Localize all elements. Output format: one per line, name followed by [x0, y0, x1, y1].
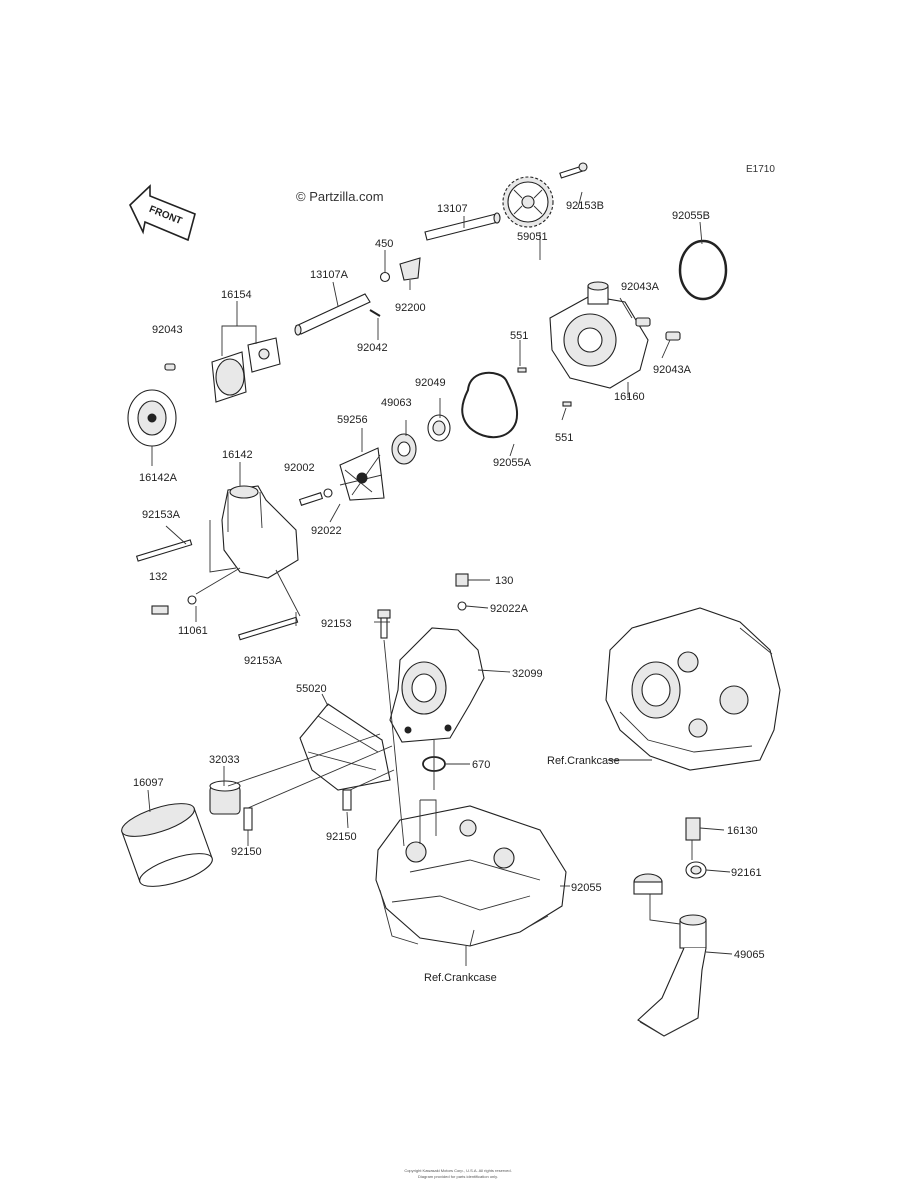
- label-49065: 49065: [734, 949, 765, 961]
- shaft-13107A[interactable]: [294, 293, 371, 336]
- bolt-92150-left[interactable]: [243, 807, 253, 831]
- shaft-13107[interactable]: [424, 212, 501, 241]
- label-92049: 92049: [415, 377, 446, 389]
- label-92150-left: 92150: [231, 846, 262, 858]
- label-16130: 16130: [727, 825, 758, 837]
- cap-92055[interactable]: [633, 873, 663, 895]
- label-13107: 13107: [437, 203, 468, 215]
- bolt-92153A-top[interactable]: [135, 539, 193, 562]
- label-92153: 92153: [321, 618, 352, 630]
- label-16154: 16154: [221, 289, 252, 301]
- label-92043A-top: 92043A: [621, 281, 660, 293]
- label-670: 670: [472, 759, 490, 771]
- oil-pump-body-32099[interactable]: [389, 627, 485, 743]
- label-16142A: 16142A: [139, 472, 178, 484]
- pin-551-bottom[interactable]: [562, 401, 572, 407]
- bolt-92002[interactable]: [298, 492, 324, 506]
- watermark: © Partzilla.com: [296, 189, 384, 204]
- pin-92042[interactable]: [369, 309, 381, 317]
- front-arrow-icon: FRONT: [129, 184, 196, 242]
- label-59256: 59256: [337, 414, 368, 426]
- leader-lines-lower: [147, 579, 733, 966]
- label-32033: 32033: [209, 754, 240, 766]
- gear-59051[interactable]: [502, 176, 554, 228]
- crankcase-lower[interactable]: [375, 805, 567, 947]
- bolt-92150-mid[interactable]: [342, 789, 352, 811]
- label-92043: 92043: [152, 324, 183, 336]
- label-ref-crankcase-bottom: Ref.Crankcase: [424, 972, 497, 984]
- coupling-16154[interactable]: [211, 337, 281, 403]
- gasket-92055A[interactable]: [461, 371, 518, 439]
- label-11061: 11061: [178, 625, 208, 637]
- impeller-disk-16142A[interactable]: [127, 389, 177, 447]
- label-132: 132: [149, 571, 167, 583]
- label-59051: 59051: [517, 231, 548, 243]
- diagram-code: E1710: [746, 164, 775, 175]
- label-16097: 16097: [133, 777, 164, 789]
- plate-92200[interactable]: [399, 257, 421, 281]
- label-92055: 92055: [571, 882, 602, 894]
- bolt-92153A-bottom[interactable]: [238, 616, 299, 641]
- label-551-top: 551: [510, 330, 528, 342]
- spacer-32033[interactable]: [209, 780, 241, 815]
- bolt-130[interactable]: [455, 573, 469, 611]
- label-92161: 92161: [731, 867, 762, 879]
- pump-cover-16142[interactable]: [221, 485, 299, 579]
- crankcase-right[interactable]: [605, 607, 781, 771]
- label-130: 130: [495, 575, 513, 587]
- label-92002: 92002: [284, 462, 315, 474]
- collar-92161[interactable]: [685, 861, 707, 879]
- impeller-59256[interactable]: [339, 447, 385, 501]
- washer-92022[interactable]: [323, 488, 333, 498]
- bearing-92049[interactable]: [427, 414, 451, 442]
- label-92022: 92022: [311, 525, 342, 537]
- pin-551-top[interactable]: [517, 367, 527, 373]
- label-ref-crankcase-right: Ref.Crankcase: [547, 755, 620, 767]
- label-92153B: 92153B: [566, 200, 604, 212]
- label-551-bottom: 551: [555, 432, 573, 444]
- label-92022A: 92022A: [490, 603, 529, 615]
- label-92153A-top: 92153A: [142, 509, 181, 521]
- dowel-92043[interactable]: [164, 363, 176, 371]
- gasket-11061[interactable]: [187, 595, 197, 605]
- o-ring-92055B[interactable]: [678, 239, 728, 301]
- footer-line-2: Diagram provided for parts identificatio…: [418, 1174, 498, 1179]
- label-92042: 92042: [357, 342, 388, 354]
- label-16142: 16142: [222, 449, 253, 461]
- label-55020: 55020: [296, 683, 327, 695]
- valve-16130[interactable]: [685, 817, 701, 841]
- footer-line-1: Copyright Kawasaki Motors Corp., U.S.A. …: [404, 1168, 511, 1173]
- label-92043A-right: 92043A: [653, 364, 692, 376]
- label-92055A: 92055A: [493, 457, 532, 469]
- label-92153A-bottom: 92153A: [244, 655, 283, 667]
- strainer-pipe-49065[interactable]: [637, 914, 707, 1037]
- plate-55020[interactable]: [299, 703, 391, 791]
- label-450: 450: [375, 238, 393, 250]
- oil-filter-16097[interactable]: [118, 797, 216, 893]
- label-49063: 49063: [381, 397, 412, 409]
- label-92150-mid: 92150: [326, 831, 357, 843]
- bolt-92153B[interactable]: [559, 162, 588, 179]
- label-16160: 16160: [614, 391, 645, 403]
- bolt-92153[interactable]: [377, 609, 391, 639]
- dowel-92043A-top[interactable]: [635, 317, 651, 327]
- label-92055B: 92055B: [672, 210, 710, 222]
- seal-49063[interactable]: [391, 433, 417, 465]
- label-32099: 32099: [512, 668, 543, 680]
- pump-housing-16160[interactable]: [549, 281, 649, 389]
- label-92200: 92200: [395, 302, 426, 314]
- bolt-11061[interactable]: [151, 605, 169, 615]
- label-13107A: 13107A: [310, 269, 349, 281]
- leader-lines-top: [151, 191, 703, 626]
- dowel-92043A-right[interactable]: [665, 331, 681, 341]
- circlip-450[interactable]: [379, 271, 391, 283]
